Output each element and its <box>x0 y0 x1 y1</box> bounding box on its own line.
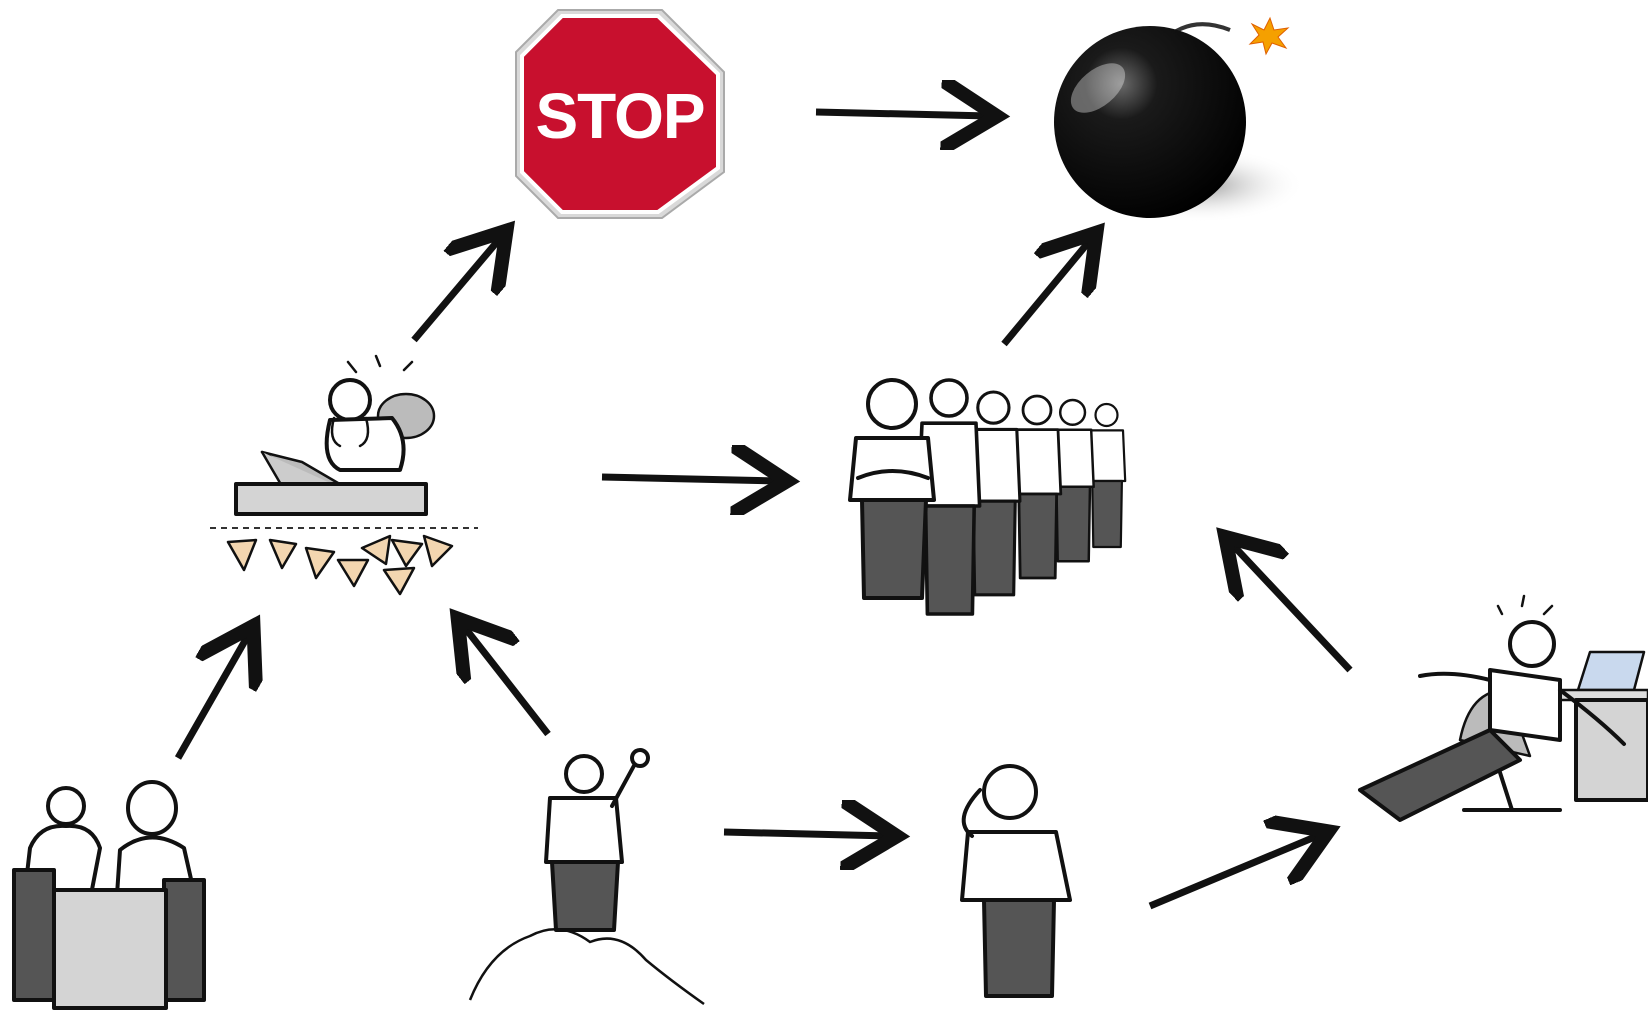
arrow-meeting-to-stressed <box>178 632 250 758</box>
stressed-person-with-warnings-icon <box>210 356 478 594</box>
arrow-phone-to-relaxed <box>1150 834 1322 906</box>
stop-sign-icon: STOP <box>516 10 724 218</box>
arrow-mountain-to-stressed <box>462 624 548 734</box>
arrow-relaxed-to-crowd <box>1230 542 1350 670</box>
person-on-mountain-icon <box>470 750 704 1004</box>
stop-sign-label: STOP <box>535 80 704 152</box>
arrow-crowd-to-bomb <box>1004 238 1092 344</box>
warning-triangles <box>228 536 452 594</box>
crowd-arms-crossed-icon <box>850 380 1125 614</box>
arrow-stop-to-bomb <box>816 112 990 116</box>
bomb-icon <box>1054 18 1305 223</box>
two-people-meeting-icon <box>14 782 204 1008</box>
arrow-mountain-to-phone <box>724 832 890 836</box>
arrow-stressed-to-crowd <box>602 477 780 481</box>
person-on-phone-icon <box>962 766 1070 996</box>
person-leaning-back-at-desk-icon <box>1360 596 1648 820</box>
arrow-stressed-to-stop <box>414 236 502 340</box>
spark-icon <box>1250 18 1288 54</box>
